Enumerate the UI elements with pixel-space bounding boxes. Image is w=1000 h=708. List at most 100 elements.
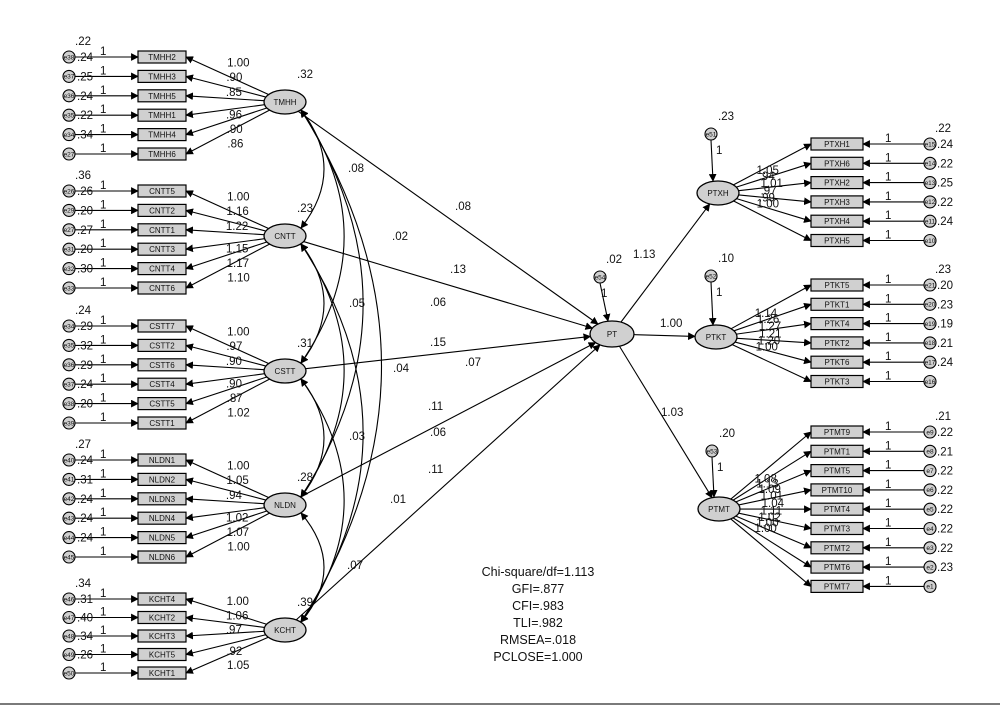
latent-cstt[interactable] (263, 358, 307, 384)
indicator-ptxh3[interactable] (810, 195, 864, 209)
indicator-tmhh4[interactable] (137, 128, 187, 142)
error-cntt2[interactable] (62, 203, 76, 217)
error-cntt6[interactable] (62, 281, 76, 295)
indicator-nldn5[interactable] (137, 530, 187, 545)
error-ptmt10[interactable] (923, 483, 937, 497)
error-tmhh2[interactable] (62, 50, 76, 64)
indicator-nldn1[interactable] (137, 453, 187, 467)
indicator-tmhh5[interactable] (137, 89, 187, 103)
error-cstt2[interactable] (62, 338, 76, 352)
indicator-ptmt5[interactable] (810, 464, 864, 478)
error-kcht2[interactable] (62, 610, 76, 625)
indicator-ptkt1[interactable] (810, 297, 864, 311)
error-tmhh6[interactable] (62, 147, 76, 161)
error-cstt1[interactable] (62, 416, 76, 430)
error-ptmt1[interactable] (923, 444, 937, 458)
indicator-tmhh3[interactable] (137, 69, 187, 84)
error-tmhh5[interactable] (62, 89, 76, 103)
latent-ptxh[interactable] (696, 180, 740, 206)
error-ptmt4[interactable] (923, 502, 937, 516)
latent-cntt[interactable] (263, 223, 307, 249)
indicator-ptkt5[interactable] (810, 278, 864, 292)
indicator-nldn3[interactable] (137, 492, 187, 506)
error-ptmt9[interactable] (923, 425, 937, 439)
indicator-nldn6[interactable] (137, 550, 187, 564)
indicator-ptmt7[interactable] (810, 579, 864, 594)
error-nldn5[interactable] (62, 531, 76, 545)
error-cstt6[interactable] (62, 358, 76, 372)
residual-ptxh[interactable] (704, 127, 718, 141)
error-ptkt6[interactable] (923, 355, 937, 369)
error-ptxh4[interactable] (923, 214, 937, 228)
error-cntt4[interactable] (62, 262, 76, 276)
residual-ptkt[interactable] (704, 269, 718, 283)
latent-ptmt[interactable] (697, 496, 741, 522)
indicator-ptmt2[interactable] (810, 541, 864, 555)
error-ptkt4[interactable] (923, 317, 937, 331)
error-ptxh3[interactable] (923, 195, 937, 209)
latent-pt[interactable] (589, 320, 635, 348)
indicator-cntt2[interactable] (137, 203, 187, 217)
error-nldn1[interactable] (62, 453, 76, 467)
indicator-ptxh2[interactable] (810, 176, 864, 190)
error-cstt7[interactable] (62, 319, 76, 333)
indicator-ptmt1[interactable] (810, 444, 864, 458)
indicator-tmhh6[interactable] (137, 147, 187, 161)
error-tmhh4[interactable] (62, 128, 76, 142)
indicator-kcht4[interactable] (137, 592, 187, 606)
latent-kcht[interactable] (263, 617, 307, 643)
indicator-cstt7[interactable] (137, 319, 187, 333)
indicator-ptkt3[interactable] (810, 374, 864, 389)
error-ptxh6[interactable] (923, 156, 937, 170)
indicator-cstt6[interactable] (137, 358, 187, 372)
latent-tmhh[interactable] (263, 89, 307, 115)
error-tmhh1[interactable] (62, 108, 76, 122)
indicator-ptmt6[interactable] (810, 560, 864, 574)
indicator-tmhh1[interactable] (137, 108, 187, 122)
error-cntt3[interactable] (62, 242, 76, 256)
error-ptmt3[interactable] (923, 521, 937, 536)
indicator-cstt5[interactable] (137, 397, 187, 411)
indicator-cntt5[interactable] (137, 184, 187, 198)
indicator-kcht1[interactable] (137, 666, 187, 680)
error-ptmt7[interactable] (923, 579, 937, 593)
indicator-ptxh1[interactable] (810, 137, 864, 151)
indicator-cntt6[interactable] (137, 281, 187, 295)
error-tmhh3[interactable] (62, 69, 76, 83)
error-ptmt2[interactable] (923, 541, 937, 555)
error-ptkt3[interactable] (923, 374, 937, 389)
error-cstt4[interactable] (62, 377, 76, 391)
error-pt[interactable] (593, 270, 607, 284)
residual-ptmt[interactable] (705, 444, 719, 458)
indicator-ptmt3[interactable] (810, 521, 864, 536)
indicator-ptmt9[interactable] (810, 425, 864, 439)
indicator-nldn2[interactable] (137, 472, 187, 486)
indicator-cntt1[interactable] (137, 223, 187, 237)
indicator-cntt4[interactable] (137, 262, 187, 276)
indicator-tmhh2[interactable] (137, 50, 187, 64)
error-cstt5[interactable] (62, 397, 76, 411)
error-kcht5[interactable] (62, 647, 76, 662)
indicator-ptkt6[interactable] (810, 355, 864, 369)
indicator-ptxh6[interactable] (810, 156, 864, 170)
indicator-ptkt2[interactable] (810, 336, 864, 350)
error-nldn2[interactable] (62, 472, 76, 486)
indicator-cntt3[interactable] (137, 242, 187, 256)
indicator-kcht3[interactable] (137, 629, 187, 643)
indicator-cstt2[interactable] (137, 338, 187, 352)
latent-ptkt[interactable] (694, 324, 738, 350)
indicator-nldn4[interactable] (137, 511, 187, 525)
indicator-ptxh4[interactable] (810, 214, 864, 228)
error-ptkt5[interactable] (923, 278, 937, 292)
indicator-cstt4[interactable] (137, 377, 187, 391)
error-cntt5[interactable] (62, 184, 76, 198)
error-cntt1[interactable] (62, 223, 76, 237)
error-ptmt6[interactable] (923, 560, 937, 574)
error-kcht4[interactable] (62, 592, 76, 606)
error-nldn6[interactable] (62, 550, 76, 564)
error-kcht3[interactable] (62, 629, 76, 643)
error-ptxh2[interactable] (923, 176, 937, 190)
error-ptxh1[interactable] (923, 137, 937, 151)
error-nldn4[interactable] (62, 511, 76, 525)
indicator-ptkt4[interactable] (810, 317, 864, 331)
